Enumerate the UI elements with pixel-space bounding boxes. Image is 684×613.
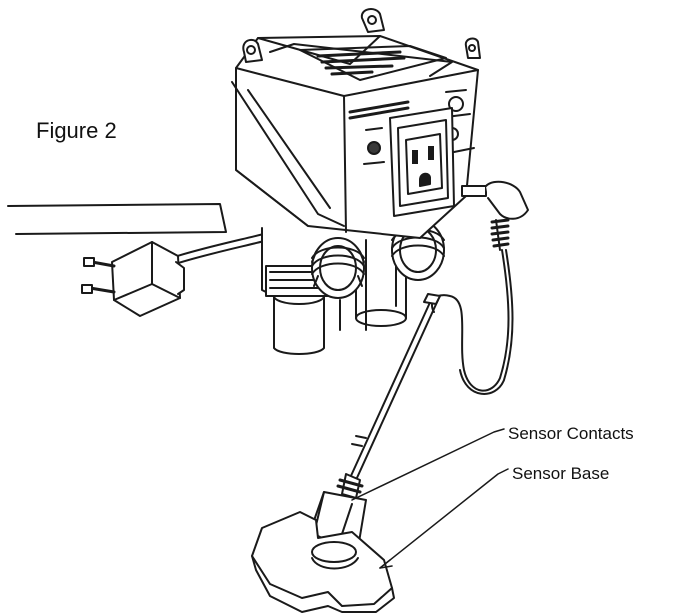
- sensor-base-leader: [379, 468, 509, 569]
- left-threaded-outlet: [311, 237, 365, 299]
- sensor-cable: [431, 249, 514, 395]
- electrical-plug: [81, 241, 185, 317]
- sensor-contacts-leader: [351, 428, 505, 501]
- sensor-base: [251, 511, 395, 613]
- pipe-fittings: [261, 219, 445, 355]
- sensor-base-label: Sensor Base: [512, 464, 610, 483]
- callout-leaders: [351, 428, 509, 569]
- figure-title: Figure 2: [36, 118, 117, 143]
- power-cord: [7, 203, 267, 267]
- sensor-rod: [349, 293, 441, 481]
- power-outlet: [389, 107, 455, 217]
- sensor-jack: [461, 180, 529, 251]
- sensor-contacts-label: Sensor Contacts: [508, 424, 634, 443]
